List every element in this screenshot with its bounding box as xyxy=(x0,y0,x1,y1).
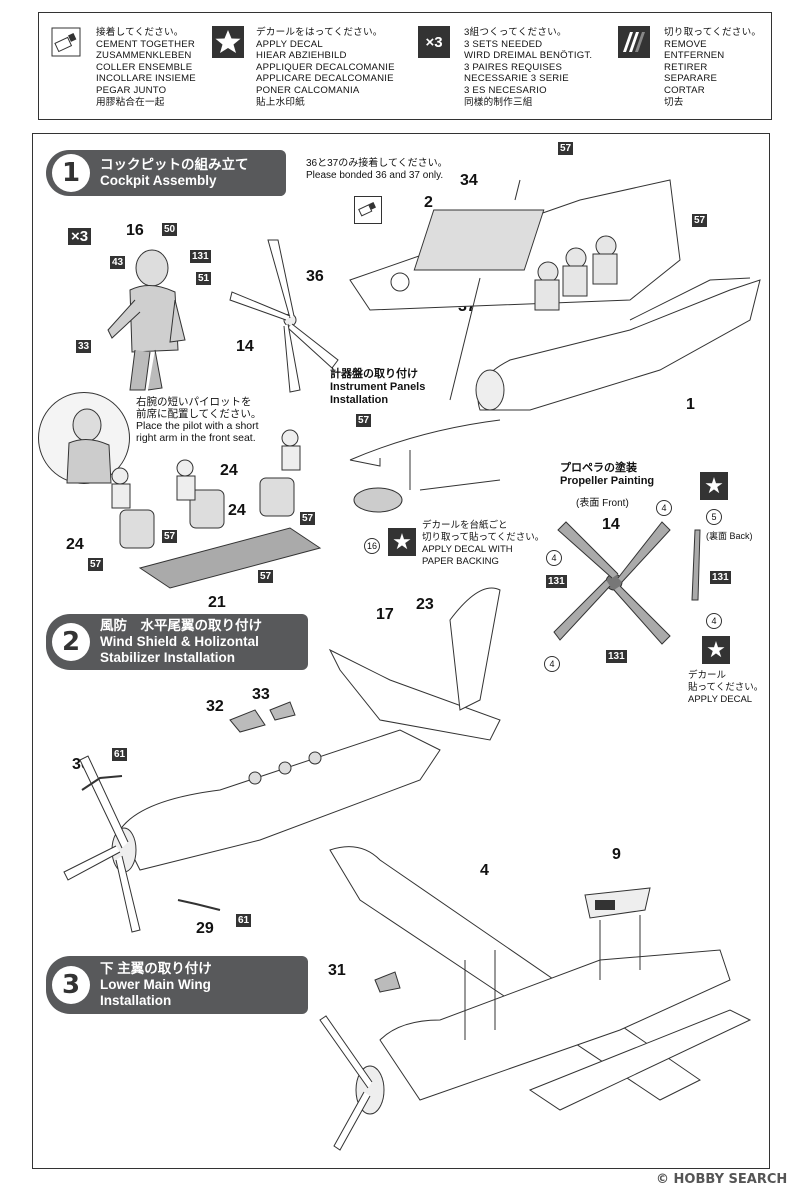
part-14: 14 xyxy=(236,338,254,355)
tag-131-left: 131 xyxy=(546,575,567,588)
part-14-prop: 14 xyxy=(602,516,620,533)
tag-51: 51 xyxy=(196,272,212,285)
pilot-note: 右腕の短いパイロットを前席に配置してください。 Place the pilot … xyxy=(136,396,262,444)
star-icon: ★ xyxy=(700,472,728,500)
tag-43: 43 xyxy=(110,256,126,269)
step-2-banner: 2 風防 水平尾翼の取り付け Wind Shield & Holizontal … xyxy=(46,614,308,670)
part-31: 31 xyxy=(328,962,346,979)
part-33: 33 xyxy=(252,686,270,703)
step-2-title-jp: 風防 水平尾翼の取り付け xyxy=(100,618,262,633)
part-24-mid: 24 xyxy=(228,502,246,519)
step-3-banner: 3 下 主翼の取り付け Lower Main Wing Installation xyxy=(46,956,308,1014)
circle-16: 16 xyxy=(364,538,380,554)
part-29: 29 xyxy=(196,920,214,937)
step-2-number: 2 xyxy=(52,623,90,661)
cut-icon xyxy=(618,26,650,58)
x3-icon: ×3 xyxy=(418,26,450,58)
step-1-title-jp: コックピットの組み立て xyxy=(100,157,249,172)
apply-decal-note: デカール貼ってください。APPLY DECAL xyxy=(688,670,764,705)
part-24-left: 24 xyxy=(66,536,84,553)
tag-50: 50 xyxy=(162,223,178,236)
tag-131-bottom: 131 xyxy=(606,650,627,663)
step-1-number: 1 xyxy=(52,154,90,192)
tag-57-panel: 57 xyxy=(356,414,372,427)
part-23: 23 xyxy=(416,596,434,613)
tag-57-seat-left: 57 xyxy=(88,558,104,571)
instructions-box xyxy=(32,133,770,1169)
propeller-painting-diagram xyxy=(553,521,701,645)
pilot-figure xyxy=(107,249,186,391)
star-icon: ★ xyxy=(702,636,730,664)
fuselage-cockpit-diagram xyxy=(349,179,761,411)
part-34: 34 xyxy=(460,172,478,189)
star-icon: ★ xyxy=(388,528,416,556)
bond-note: 36と37のみ接着してください。Please bonded 36 and 37 … xyxy=(306,158,448,181)
cement-icon xyxy=(50,26,82,58)
part-1: 1 xyxy=(686,396,695,413)
part-24-right: 24 xyxy=(220,462,238,479)
tag-57-right: 57 xyxy=(692,214,708,227)
step-1-title-en: Cockpit Assembly xyxy=(100,173,217,188)
pilot-detail-bubble xyxy=(38,392,130,484)
part-36: 36 xyxy=(306,268,324,285)
step-2-title-en1: Wind Shield & Holizontal xyxy=(100,634,259,649)
step-3-number: 3 xyxy=(52,966,90,1004)
step-3-title-jp: 下 主翼の取り付け xyxy=(100,961,212,976)
tag-131-right: 131 xyxy=(710,571,731,584)
instrument-panel-diagram xyxy=(349,419,501,513)
circle-4-b: 4 xyxy=(656,500,672,516)
tag-61-bottom: 61 xyxy=(236,914,252,927)
back-label: (裏面 Back) xyxy=(706,531,753,541)
step-3-title-en2: Installation xyxy=(100,993,172,1008)
step-1-banner: 1 コックピットの組み立て Cockpit Assembly xyxy=(46,150,286,196)
propeller-14 xyxy=(229,239,339,393)
star-icon xyxy=(212,26,244,58)
fuselage-tail-diagram xyxy=(63,587,501,933)
circle-4-d: 4 xyxy=(544,656,560,672)
cement-icon-small xyxy=(354,196,382,224)
circle-4-c: 4 xyxy=(706,613,722,629)
tag-57-top: 57 xyxy=(558,142,574,155)
front-label: (表面 Front) xyxy=(576,498,629,509)
circle-5: 5 xyxy=(706,509,722,525)
tag-57-seat-mid: 57 xyxy=(162,530,178,543)
part-17: 17 xyxy=(376,606,394,623)
part-9: 9 xyxy=(612,846,621,863)
tag-33: 33 xyxy=(76,340,92,353)
part-16: 16 xyxy=(126,222,144,239)
part-32: 32 xyxy=(206,698,224,715)
step-3-title-en1: Lower Main Wing xyxy=(100,977,211,992)
x3-badge: ×3 xyxy=(68,228,92,245)
part-2: 2 xyxy=(424,194,433,211)
step-2-title-en2: Stabilizer Installation xyxy=(100,650,236,665)
tag-61-top: 61 xyxy=(112,748,128,761)
part-21: 21 xyxy=(208,594,226,611)
tag-57-floor: 57 xyxy=(258,570,274,583)
tag-57-seat-right: 57 xyxy=(300,512,316,525)
legend-box xyxy=(38,12,772,120)
circle-4-a: 4 xyxy=(546,550,562,566)
part-4: 4 xyxy=(480,862,489,879)
watermark: © HOBBY SEARCH xyxy=(656,1172,788,1187)
lower-wing-diagram xyxy=(319,846,752,1151)
tag-131: 131 xyxy=(190,250,211,263)
seats-diagram xyxy=(111,429,322,589)
